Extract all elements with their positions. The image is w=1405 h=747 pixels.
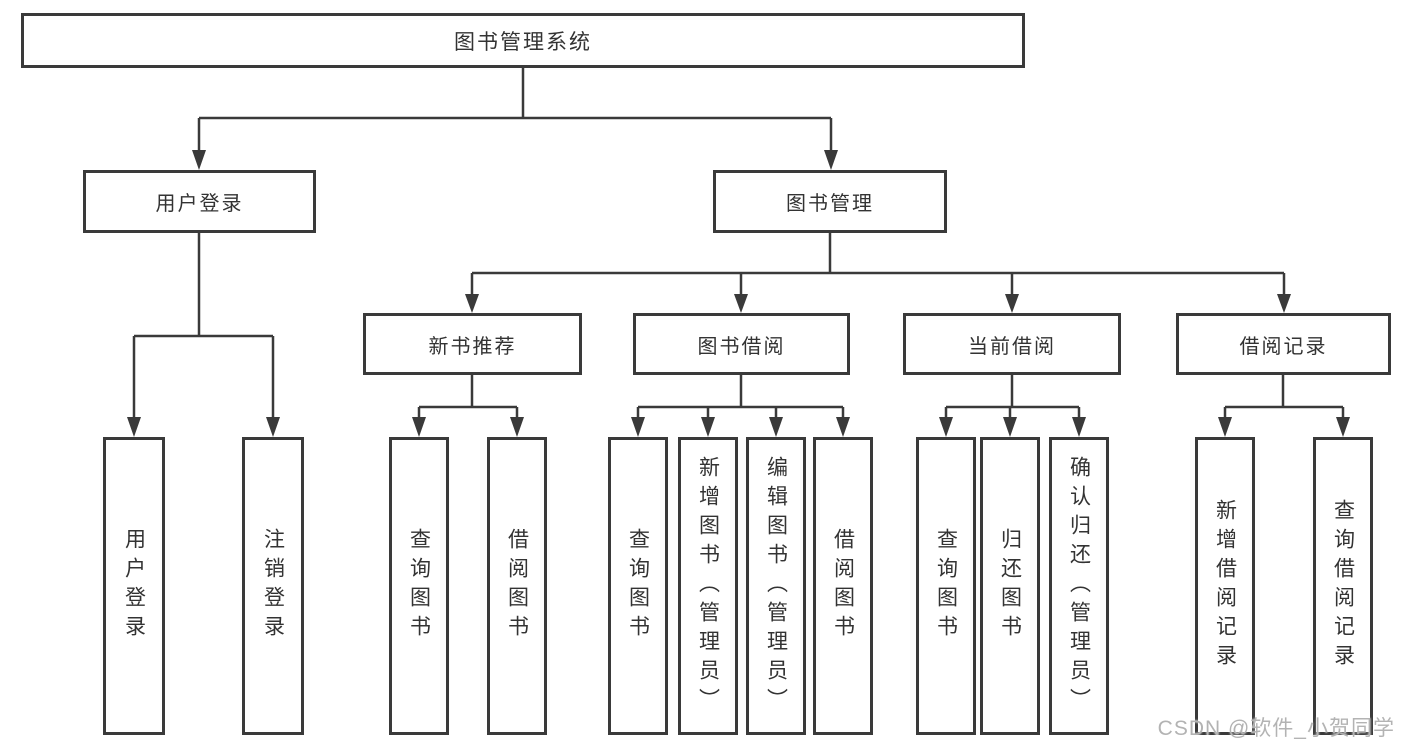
node-book-borrow: 图书借阅: [633, 313, 850, 375]
leaf-borrow-query: 查询图书: [608, 437, 668, 735]
leaf-current-query: 查询图书: [916, 437, 976, 735]
node-current-borrow: 当前借阅: [903, 313, 1121, 375]
leaf-newbook-query: 查询图书: [389, 437, 449, 735]
node-new-book-recommend: 新书推荐: [363, 313, 582, 375]
node-user-login: 用户登录: [83, 170, 316, 233]
node-borrow-records: 借阅记录: [1176, 313, 1391, 375]
node-root: 图书管理系统: [21, 13, 1025, 68]
leaf-current-confirm-admin: 确认归还（管理员）: [1049, 437, 1109, 735]
leaf-records-add: 新增借阅记录: [1195, 437, 1255, 735]
leaf-user-login: 用户登录: [103, 437, 165, 735]
leaf-current-return: 归还图书: [980, 437, 1040, 735]
leaf-borrow-edit-admin: 编辑图书（管理员）: [746, 437, 806, 735]
node-book-management: 图书管理: [713, 170, 947, 233]
watermark-text: CSDN @软件_小贺同学: [1157, 717, 1395, 740]
leaf-logout: 注销登录: [242, 437, 304, 735]
leaf-borrow-borrow: 借阅图书: [813, 437, 873, 735]
leaf-newbook-borrow: 借阅图书: [487, 437, 547, 735]
leaf-borrow-add-admin: 新增图书（管理员）: [678, 437, 738, 735]
leaf-records-query: 查询借阅记录: [1313, 437, 1373, 735]
